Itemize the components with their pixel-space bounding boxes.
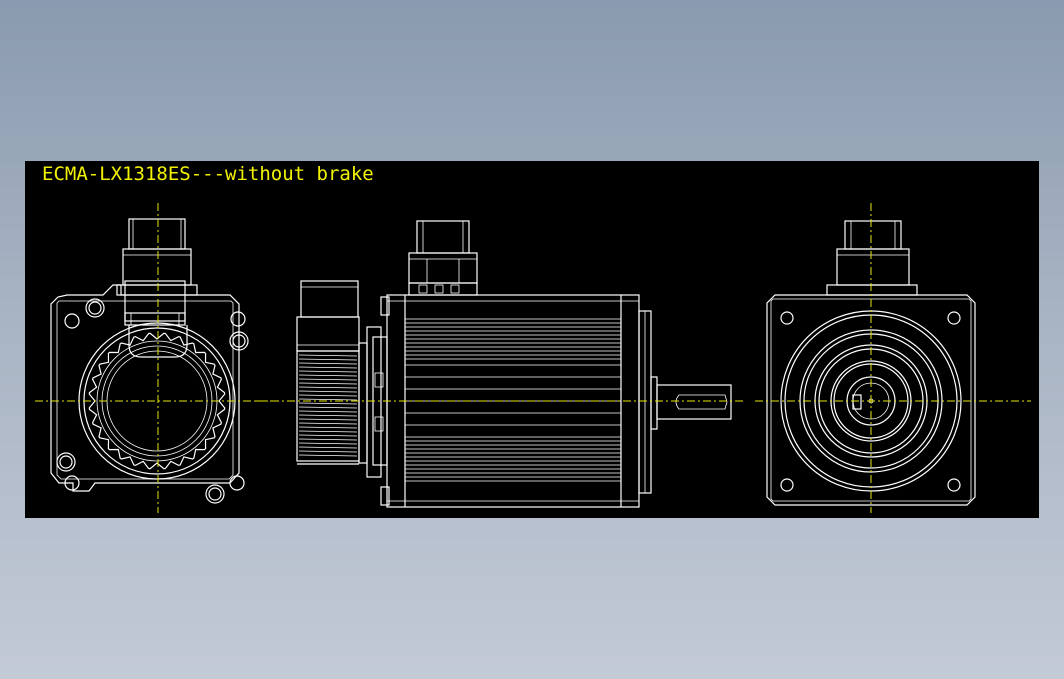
encoder-fin bbox=[298, 370, 358, 373]
side-view bbox=[255, 220, 745, 508]
encoder-fin bbox=[298, 366, 358, 369]
encoder-fin bbox=[298, 406, 358, 409]
body-cooling-fins bbox=[405, 318, 621, 482]
encoder-gear-ring bbox=[88, 332, 226, 470]
encoder-fin bbox=[298, 430, 358, 433]
encoder-fin bbox=[298, 422, 358, 425]
encoder-fin bbox=[298, 358, 358, 361]
encoder-fin bbox=[298, 386, 358, 389]
encoder-fin bbox=[298, 394, 358, 397]
drawing-title: ECMA-LX1318ES---without brake bbox=[42, 163, 374, 185]
encoder-fin bbox=[298, 446, 358, 449]
encoder-fin bbox=[298, 362, 358, 365]
encoder-fin bbox=[298, 442, 358, 445]
encoder-fin bbox=[298, 378, 358, 381]
cad-drawing: ECMA-LX1318ES---without brake bbox=[35, 163, 1031, 513]
encoder-fin bbox=[298, 434, 358, 437]
encoder-fin bbox=[298, 450, 358, 453]
encoder-fin bbox=[298, 438, 358, 441]
gear-teeth bbox=[88, 332, 226, 470]
encoder-fin bbox=[298, 414, 358, 417]
encoder-fin bbox=[298, 354, 358, 357]
encoder-fins bbox=[298, 354, 358, 457]
encoder-fin bbox=[298, 390, 358, 393]
cad-drawing-panel: ECMA-LX1318ES---without brake bbox=[25, 161, 1039, 518]
encoder-fin bbox=[298, 374, 358, 377]
encoder-fin bbox=[298, 398, 358, 401]
encoder-fin bbox=[298, 454, 358, 457]
front-view bbox=[755, 203, 1031, 513]
encoder-fin bbox=[298, 410, 358, 413]
encoder-fin bbox=[298, 418, 358, 421]
rear-view bbox=[35, 203, 273, 513]
encoder-fin bbox=[298, 382, 358, 385]
encoder-fin bbox=[298, 426, 358, 429]
encoder-fin bbox=[298, 402, 358, 405]
